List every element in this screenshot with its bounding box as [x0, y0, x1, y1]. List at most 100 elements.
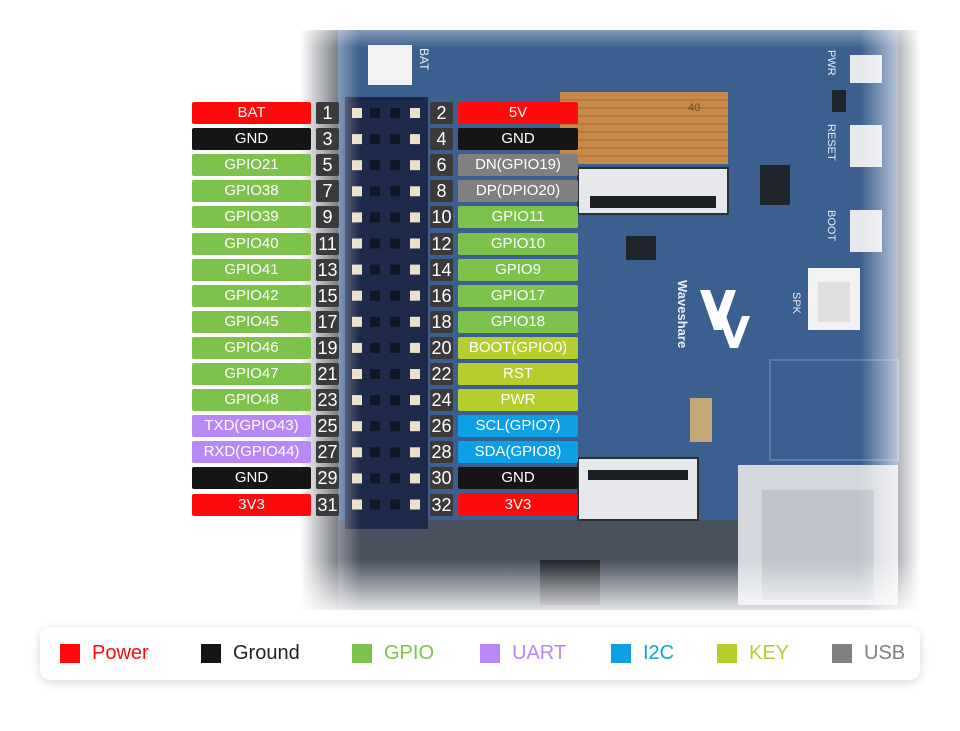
waveshare-logo-icon — [700, 290, 750, 348]
pin-label-left: GPIO39 — [192, 206, 311, 228]
header-pin — [390, 473, 400, 484]
header-pin — [410, 342, 420, 353]
silk-pwr: PWR — [825, 50, 837, 76]
header-pin — [370, 447, 380, 458]
pin-number-left: 9 — [316, 206, 339, 228]
pin-label-right: GND — [458, 467, 578, 489]
pin-label-right: GPIO17 — [458, 285, 578, 307]
pin-number-left: 1 — [316, 102, 339, 124]
legend-swatch — [480, 644, 500, 663]
pin-label-right: GND — [458, 128, 578, 150]
legend-label: Power — [92, 642, 149, 664]
header-pin — [390, 421, 400, 432]
pin-number-right: 16 — [430, 285, 453, 307]
header-pin — [410, 264, 420, 275]
pin-label-right: SDA(GPIO8) — [458, 441, 578, 463]
legend-item: KEY — [717, 627, 789, 680]
pin-label-left: GND — [192, 467, 311, 489]
pin-number-left: 7 — [316, 180, 339, 202]
legend-label: Ground — [233, 642, 300, 664]
pin-number-right: 18 — [430, 311, 453, 333]
header-pin — [410, 108, 420, 118]
pin-label-left: GPIO46 — [192, 337, 311, 359]
header-pin — [370, 290, 380, 301]
header-pin — [370, 342, 380, 353]
silk-brand: Waveshare — [675, 280, 690, 348]
silk-bat: BAT — [417, 48, 431, 71]
pin-label-right: GPIO11 — [458, 206, 578, 228]
pin-label-left: GND — [192, 128, 311, 150]
header-pin — [390, 212, 400, 223]
pin-label-left: GPIO42 — [192, 285, 311, 307]
header-pin — [410, 421, 420, 432]
legend-label: USB — [864, 642, 906, 664]
pin-number-left: 23 — [316, 389, 339, 411]
ic-chip — [760, 165, 790, 205]
pin-label-left: GPIO41 — [192, 259, 311, 281]
legend-item: I2C — [611, 627, 674, 680]
pin-number-left: 17 — [316, 311, 339, 333]
pin-number-right: 8 — [430, 180, 453, 202]
pin-number-left: 11 — [316, 233, 339, 255]
legend-swatch — [60, 644, 80, 663]
battery-connector — [368, 45, 412, 85]
header-pin — [390, 447, 400, 458]
header-pin — [390, 316, 400, 327]
legend-item: USB — [832, 627, 905, 680]
pin-number-left: 21 — [316, 363, 339, 385]
header-pin — [370, 316, 380, 327]
silk-reset: RESET — [825, 124, 837, 161]
header-pin — [370, 108, 380, 118]
header-pin — [390, 369, 400, 379]
header-pin — [410, 395, 420, 406]
header-pin — [390, 186, 400, 197]
legend-swatch — [352, 644, 372, 663]
pin-label-left: GPIO48 — [192, 389, 311, 411]
pin-number-right: 30 — [430, 467, 453, 489]
header-pin — [370, 369, 380, 379]
pin-number-right: 2 — [430, 102, 453, 124]
legend-item: UART — [480, 627, 566, 680]
header-pin — [390, 395, 400, 406]
pin-number-left: 19 — [316, 337, 339, 359]
pin-number-right: 14 — [430, 259, 453, 281]
header-pin — [410, 316, 420, 327]
header-pin — [410, 238, 420, 249]
header-pin — [370, 160, 380, 171]
header-pin — [390, 108, 400, 118]
pin-label-right: PWR — [458, 389, 578, 411]
pin-label-right: RST — [458, 363, 578, 385]
silk-spk: SPK — [790, 292, 802, 315]
pin-label-right: GPIO18 — [458, 311, 578, 333]
silk-fpc-pin: 40 — [688, 102, 700, 114]
legend-swatch — [201, 644, 221, 663]
pin-number-right: 4 — [430, 128, 453, 150]
header-pin — [410, 369, 420, 379]
pin-label-right: DP(DPIO20) — [458, 180, 578, 202]
legend: Power Ground GPIO UART I2C KEY USB — [40, 627, 920, 680]
pin-label-right: BOOT(GPIO0) — [458, 337, 578, 359]
header-pin — [410, 160, 420, 171]
pin-label-right: GPIO10 — [458, 233, 578, 255]
pin-label-right: 5V — [458, 102, 578, 124]
pin-number-right: 10 — [430, 206, 453, 228]
header-pin — [370, 212, 380, 223]
pin-number-left: 31 — [316, 494, 339, 516]
pin-number-left: 13 — [316, 259, 339, 281]
lower-fpc-connector — [577, 457, 699, 521]
pin-label-right: GPIO9 — [458, 259, 578, 281]
pin-number-left: 27 — [316, 441, 339, 463]
pin-number-right: 12 — [430, 233, 453, 255]
legend-label: GPIO — [384, 642, 435, 664]
pin-label-left: BAT — [192, 102, 311, 124]
header-pin — [390, 238, 400, 249]
header-pin — [390, 134, 400, 145]
header-pin — [410, 499, 420, 510]
header-pin — [390, 342, 400, 353]
pin-number-left: 29 — [316, 467, 339, 489]
header-pin — [410, 473, 420, 484]
header-pin — [370, 421, 380, 432]
pin-number-right: 22 — [430, 363, 453, 385]
header-pin — [370, 186, 380, 197]
pin-number-left: 25 — [316, 415, 339, 437]
